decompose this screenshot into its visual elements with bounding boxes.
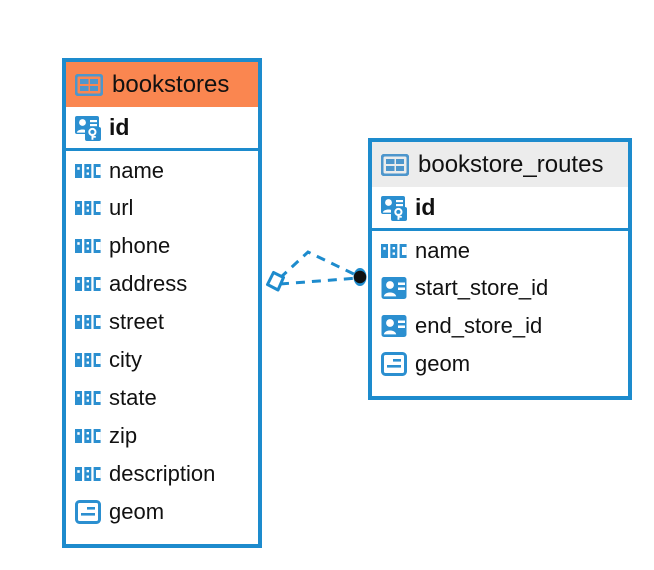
abc-text-icon [75,353,101,367]
entity-header-bookstores[interactable]: bookstores [66,62,258,107]
entity-title: bookstores [112,70,230,98]
abc-text-icon [75,391,101,405]
entity-field-list: id nam [66,107,258,531]
table-grid-icon [380,153,410,176]
primary-key-icon [381,195,407,221]
abc-text-icon [75,467,101,481]
foreign-key-icon [381,276,407,300]
field-row[interactable]: geom [372,345,628,383]
field-label: city [109,347,142,372]
entity-bookstores[interactable]: bookstores id [62,58,262,548]
abc-text-icon [75,239,101,253]
field-label: geom [415,351,471,376]
entity-header-bookstore-routes[interactable]: bookstore_routes [372,142,628,187]
field-label: end_store_id [415,313,543,338]
field-row[interactable]: name [66,151,258,189]
abc-text-icon [75,429,101,443]
relationship-target-circle-icon [353,268,367,286]
field-row[interactable]: id [372,187,628,231]
field-row[interactable]: state [66,379,258,417]
primary-key-icon [75,115,101,141]
field-label: start_store_id [415,275,549,300]
field-label: url [109,195,134,220]
field-row[interactable]: geom [66,493,258,531]
field-label: phone [109,233,171,258]
abc-text-icon [75,201,101,215]
field-label: name [109,158,165,183]
table-grid-icon [74,73,104,96]
abc-text-icon [75,164,101,178]
field-label: name [415,238,471,263]
field-row[interactable]: city [66,341,258,379]
field-label: street [109,309,165,334]
geometry-icon [75,500,101,524]
entity-bookstore-routes[interactable]: bookstore_routes [368,138,632,400]
field-row[interactable]: start_store_id [372,269,628,307]
field-label: id [109,114,130,140]
geometry-icon [381,352,407,376]
relationship-line-upper [278,250,359,280]
field-row[interactable]: id [66,107,258,151]
entity-field-list: id nam [372,187,628,383]
field-label: id [415,194,436,220]
abc-text-icon [75,277,101,291]
field-row[interactable]: phone [66,227,258,265]
field-row[interactable]: name [372,231,628,269]
field-row[interactable]: description [66,455,258,493]
entity-title: bookstore_routes [418,150,604,178]
field-label: description [109,461,216,486]
field-row[interactable]: end_store_id [372,307,628,345]
field-row[interactable]: url [66,189,258,227]
field-label: state [109,385,157,410]
field-label: zip [109,423,138,448]
relationship-source-diamond-icon [266,271,285,292]
field-row[interactable]: street [66,303,258,341]
field-row[interactable]: zip [66,417,258,455]
relationship-connector[interactable] [258,240,382,308]
field-label: address [109,271,188,296]
foreign-key-icon [381,314,407,338]
field-label: geom [109,499,165,524]
abc-text-icon [381,244,407,258]
abc-text-icon [75,315,101,329]
relationship-line-lower [279,276,359,286]
field-row[interactable]: address [66,265,258,303]
